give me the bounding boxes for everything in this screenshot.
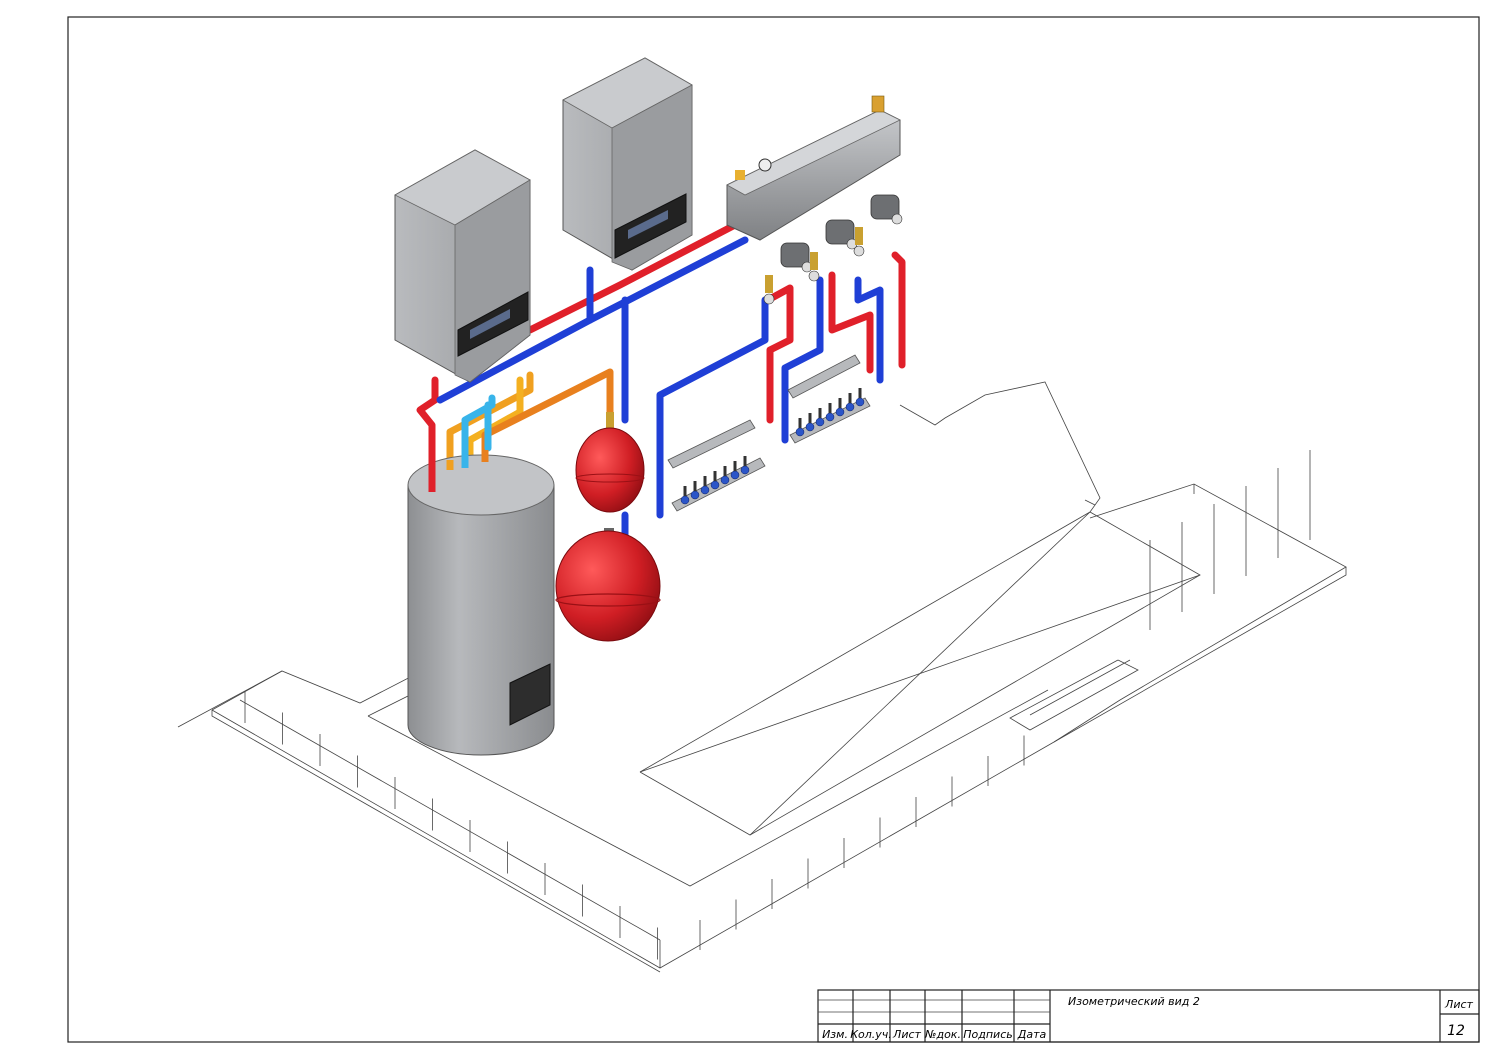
header-podpis: Подпись bbox=[963, 1028, 1012, 1041]
sheet-label: Лист bbox=[1444, 998, 1473, 1011]
collector-right bbox=[787, 354, 871, 444]
header-izm: Изм. bbox=[822, 1028, 848, 1041]
room-outline bbox=[177, 381, 1347, 973]
boiler-left bbox=[394, 149, 531, 383]
pipework bbox=[416, 221, 906, 539]
sheet-number: 12 bbox=[1447, 1023, 1465, 1039]
water-heater-tank bbox=[407, 450, 555, 756]
sheet-border bbox=[67, 16, 1480, 1043]
collector-left bbox=[667, 419, 766, 512]
header-kol-uch: Кол.уч. bbox=[850, 1028, 892, 1041]
boiler-right bbox=[562, 57, 693, 271]
header-ndok: №док. bbox=[924, 1028, 961, 1041]
expansion-vessel-large bbox=[555, 528, 661, 642]
drawing-title: Изометрический вид 2 bbox=[1068, 995, 1200, 1008]
header-data: Дата bbox=[1017, 1028, 1047, 1041]
hydraulic-manifold bbox=[726, 95, 903, 305]
title-block: Изм. Кол.уч. Лист №док. Подпись Дата Изо… bbox=[817, 989, 1480, 1043]
expansion-vessel-small bbox=[575, 412, 645, 513]
wall-hatching bbox=[244, 450, 1311, 960]
header-list: Лист bbox=[892, 1028, 921, 1041]
